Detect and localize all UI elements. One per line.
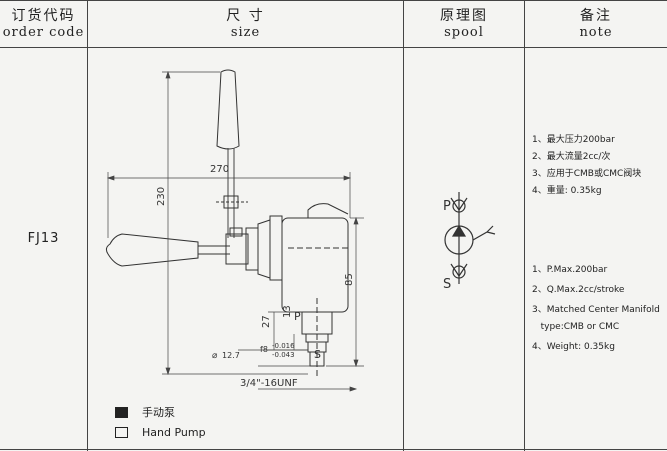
- legend-label-en: Hand Pump: [142, 425, 206, 439]
- notes-english: 1、P.Max.200bar 2、Q.Max.2cc/stroke 3、Matc…: [532, 262, 664, 356]
- vertical-handle-shape: [216, 69, 240, 150]
- header-spool-en: spool: [444, 25, 484, 40]
- order-code-value: FJ13: [27, 230, 60, 246]
- bore-diameter-label: 12.7: [222, 351, 240, 360]
- header-size: 尺 寸 size: [88, 0, 403, 48]
- header-order-code-cn: 订货代码: [11, 8, 76, 24]
- notes-chinese: 1、最大压力200bar 2、最大流量2cc/次 3、应用于CMB或CMC阀块 …: [532, 132, 641, 200]
- column-divider-3: [524, 0, 525, 451]
- legend: 手动泵 Hand Pump: [115, 402, 206, 442]
- dim-27-label: 27: [261, 315, 272, 328]
- dim-width-label: 270: [210, 164, 229, 175]
- hand-pump-drawing: 270 230 85 27 13 P S ⌀ 12.7 f8 -0.016 -0…: [105, 69, 364, 392]
- dim-85-label: 85: [344, 273, 355, 286]
- pump-body-shape: [281, 217, 349, 313]
- bore-diameter-symbol: ⌀: [212, 351, 218, 361]
- filled-square-icon: [115, 406, 128, 418]
- legend-label-cn: 手动泵: [142, 406, 175, 419]
- tolerance-lower: -0.043: [272, 351, 295, 359]
- tolerance-upper: -0.016: [272, 342, 295, 350]
- header-order-code: 订货代码 order code: [0, 0, 87, 48]
- drawing-port-p: P: [294, 310, 301, 323]
- note-cn-1: 1、最大压力200bar: [532, 135, 615, 145]
- note-en-3: 3、Matched Center Manifold: [532, 305, 660, 315]
- note-en-1: 1、P.Max.200bar: [532, 265, 608, 275]
- spool-port-p: P: [443, 199, 451, 214]
- header-note-cn: 备注: [580, 8, 612, 24]
- header-order-code-en: order code: [2, 25, 85, 40]
- legend-row-cn: 手动泵: [115, 402, 206, 422]
- note-cn-4: 4、重量: 0.35kg: [532, 186, 602, 196]
- header-note-en: note: [579, 25, 613, 40]
- header-size-en: size: [230, 25, 261, 40]
- note-en-5: 4、Weight: 0.35kg: [532, 342, 615, 352]
- spool-port-s: S: [443, 277, 451, 292]
- table-bottom-border: [0, 449, 667, 450]
- header-divider: [0, 47, 667, 48]
- bottom-check-valve-icon: [452, 265, 466, 279]
- note-cn-3: 3、应用于CMB或CMC阀块: [532, 169, 642, 179]
- table-top-border: [0, 0, 667, 1]
- header-note: 备注 note: [525, 0, 667, 48]
- legend-row-en: Hand Pump: [115, 422, 206, 442]
- drawing-port-s: S: [314, 348, 321, 361]
- spool-schematic: P S: [443, 192, 496, 292]
- top-check-valve-icon: [452, 199, 466, 213]
- column-divider-1: [87, 0, 88, 451]
- column-divider-2: [403, 0, 404, 451]
- empty-square-icon: [115, 426, 128, 438]
- header-size-cn: 尺 寸: [226, 8, 265, 24]
- header-spool: 原理图 spool: [404, 0, 524, 48]
- tolerance-label: f8: [260, 345, 268, 354]
- horizontal-handle-shape: [105, 233, 199, 267]
- header-spool-cn: 原理图: [440, 8, 488, 24]
- note-cn-2: 2、最大流量2cc/次: [532, 152, 611, 162]
- thread-spec-label: 3/4"-16UNF: [240, 378, 298, 389]
- order-code-cell: FJ13: [0, 48, 87, 428]
- note-en-4: type:CMB or CMC: [532, 322, 620, 332]
- dim-height-label: 230: [156, 187, 167, 206]
- note-en-2: 2、Q.Max.2cc/stroke: [532, 285, 625, 295]
- dim-13-label: 13: [282, 305, 293, 318]
